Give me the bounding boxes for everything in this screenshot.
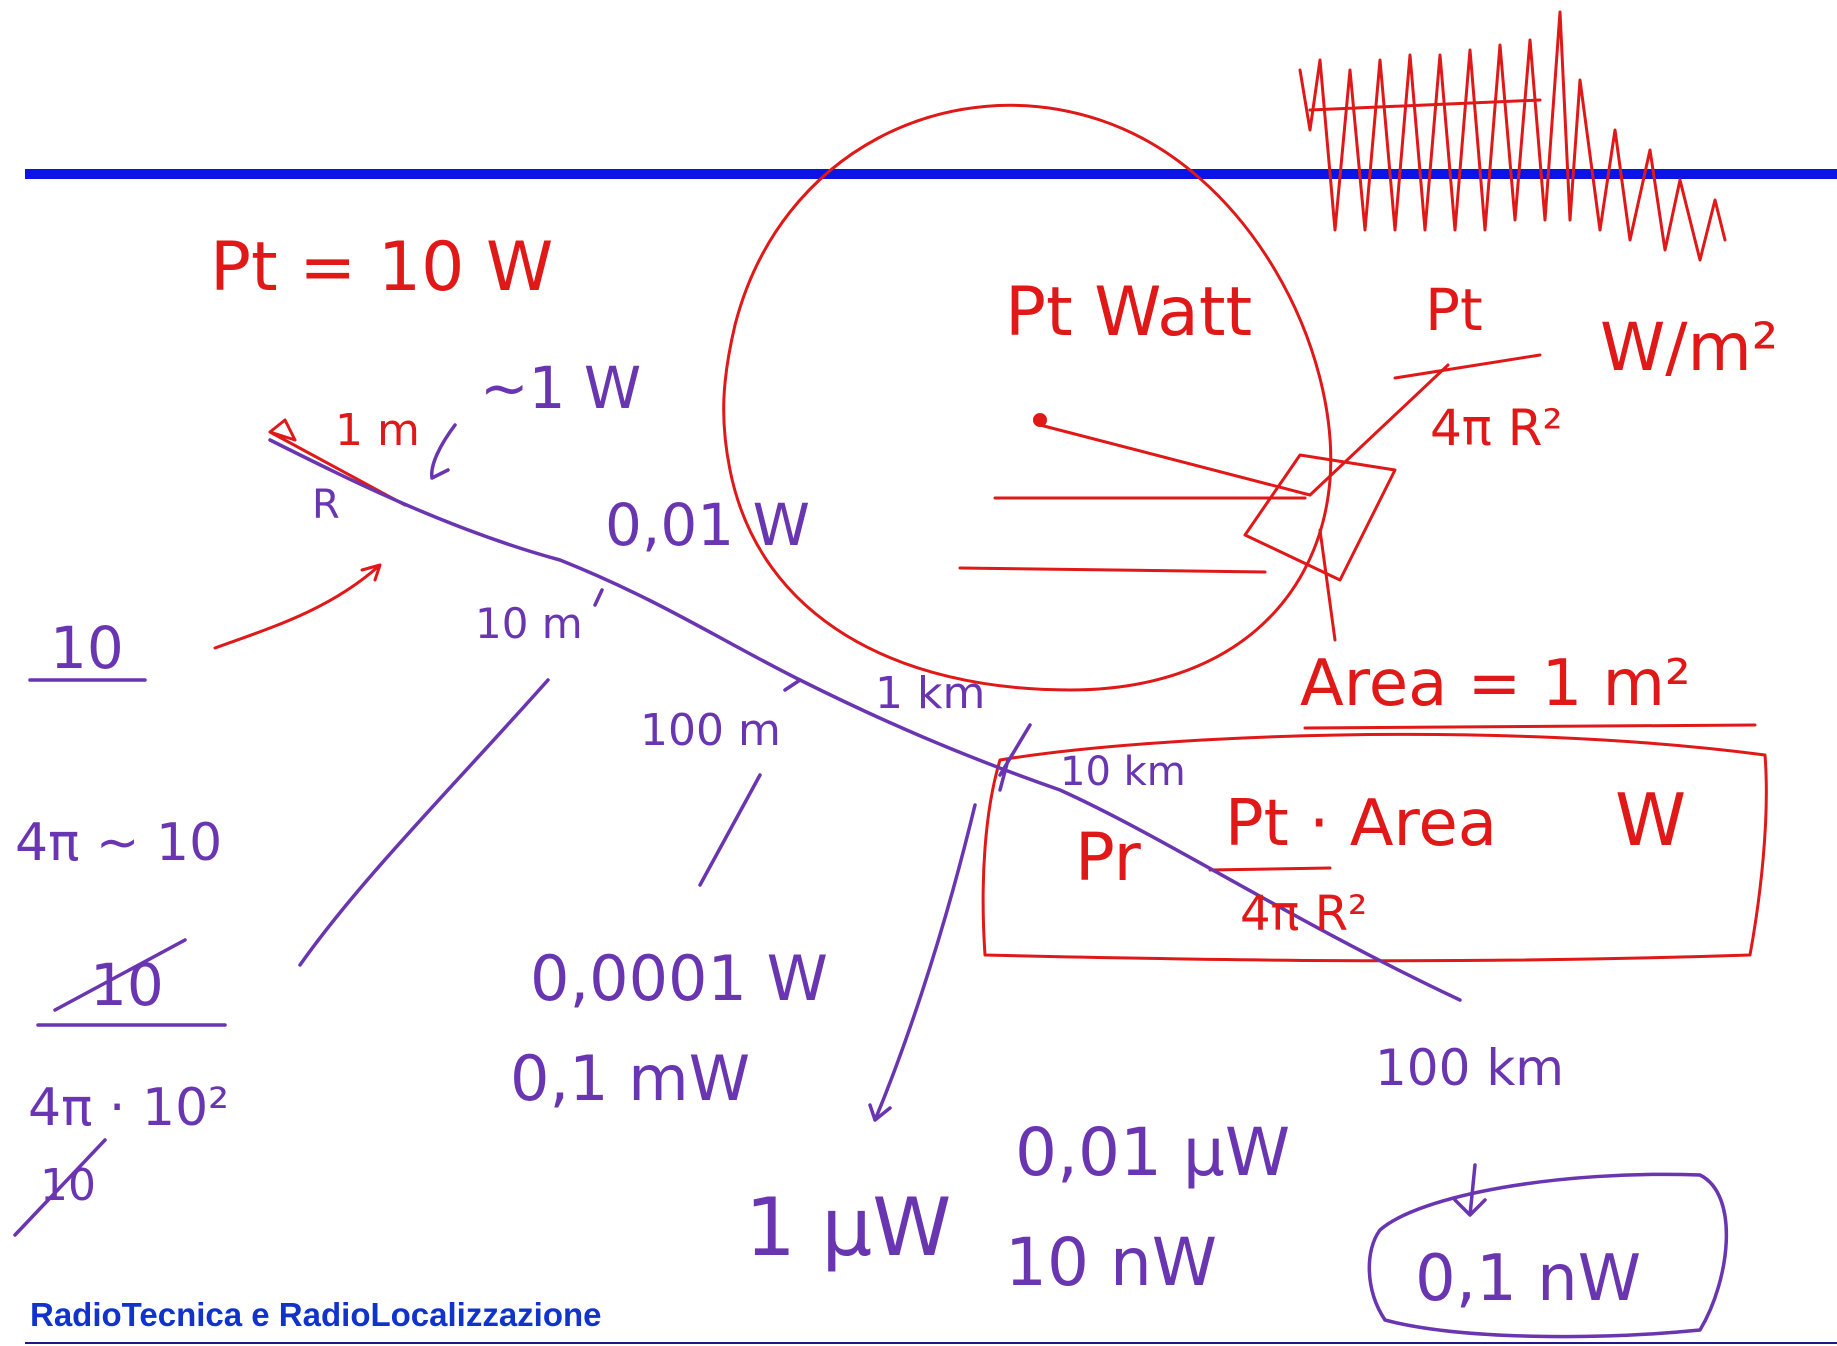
source-point-right	[1033, 413, 1047, 427]
pr-fraction-bar	[1208, 866, 1332, 872]
label-0-01w: 0,01 W	[605, 491, 810, 559]
label-100m: 100 m	[640, 705, 781, 756]
ray-to-area	[1038, 423, 1312, 497]
tick-10m	[593, 588, 604, 607]
label-pt-num: Pt	[1425, 276, 1483, 344]
label-10nw: 10 nW	[1005, 1224, 1217, 1301]
arrow-approx1w	[430, 423, 457, 480]
arrow-10m	[298, 678, 550, 967]
label-r: R	[312, 482, 340, 528]
label-0-0001w: 0,0001 W	[530, 942, 828, 1015]
label-pt-den: 4π R²	[1430, 399, 1563, 457]
label-approx-1w: ~1 W	[480, 354, 641, 422]
radiation-sphere	[722, 103, 1333, 692]
pt-fraction-bar	[1393, 353, 1542, 380]
arrow-100km	[1453, 1163, 1487, 1217]
label-area: Area = 1 m²	[1300, 647, 1691, 721]
label-w-per-m2: W/m²	[1600, 309, 1778, 386]
label-pr-num: Pt · Area	[1225, 787, 1497, 861]
area-patch	[1243, 453, 1397, 582]
label-pr-den: 4π R²	[1240, 886, 1367, 942]
label-1uw: 1 μW	[745, 1181, 951, 1274]
label-4pi-10sq: 4π · 10²	[28, 1078, 229, 1138]
tick-10km	[998, 723, 1032, 792]
distance-line	[268, 438, 1462, 1002]
strike-4pi	[13, 1138, 107, 1237]
label-10-a: 10	[50, 614, 124, 682]
label-pr: Pr	[1075, 819, 1142, 896]
label-0-1mw: 0,1 mW	[510, 1042, 750, 1115]
area-underline	[1303, 723, 1757, 730]
result-circle	[1367, 1172, 1728, 1339]
area-pointer	[1308, 363, 1450, 642]
label-1m: 1 m	[335, 405, 420, 456]
label-0-1nw: 0,1 nW	[1415, 1242, 1641, 1316]
footer-rule	[25, 1342, 1837, 1344]
label-pr-unit: W	[1615, 778, 1686, 862]
label-10-b: 10	[90, 951, 164, 1019]
label-pt-10w: Pt = 10 W	[210, 228, 553, 307]
arrow-100m	[698, 773, 762, 887]
slide-footer-title: RadioTecnica e RadioLocalizzazione	[30, 1296, 602, 1333]
pr-box	[981, 732, 1768, 963]
label-1km: 1 km	[875, 668, 985, 719]
red-arrow-10	[213, 563, 382, 650]
strike-10b	[53, 938, 187, 1012]
tick-100m	[783, 678, 802, 692]
label-10m: 10 m	[475, 599, 583, 648]
ray-horizontal-2	[958, 566, 1267, 574]
label-0-01uw: 0,01 μW	[1015, 1114, 1290, 1191]
label-10km: 10 km	[1060, 749, 1186, 795]
label-10-c: 10	[40, 1160, 96, 1211]
header-rule	[25, 169, 1837, 179]
arrow-10km	[868, 803, 977, 1122]
label-pt-watt: Pt Watt	[1005, 273, 1252, 352]
wave-scribble	[1298, 10, 1727, 262]
label-4pi-approx: 4π ~ 10	[15, 813, 222, 873]
label-100km: 100 km	[1375, 1039, 1564, 1097]
